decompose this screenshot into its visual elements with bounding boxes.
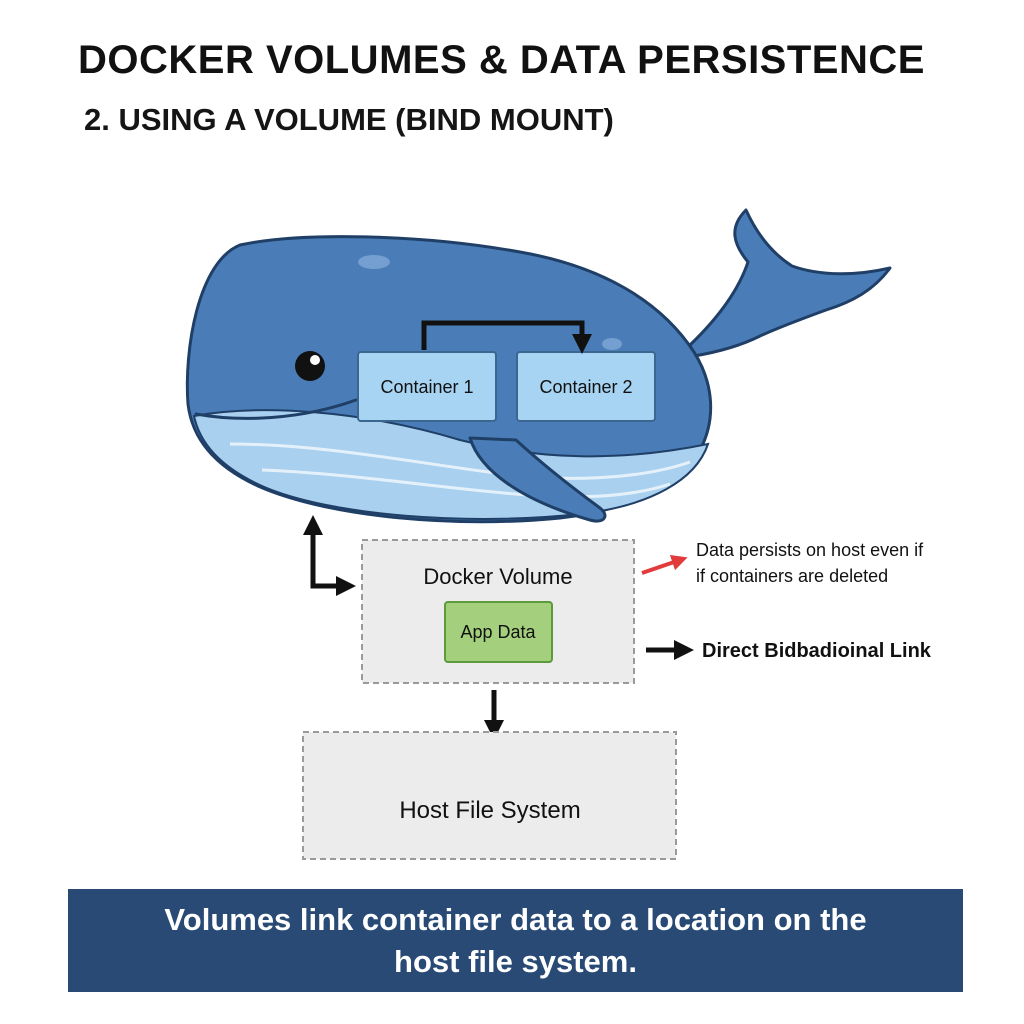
host-file-system-box: Host File System: [302, 731, 677, 860]
container-1: Container 1: [357, 351, 497, 422]
persist-note-line-2: if containers are deleted: [696, 566, 888, 586]
persist-note-arrow: [641, 555, 688, 575]
container-link-arrow: [421, 320, 592, 354]
app-data-box: App Data: [444, 601, 553, 663]
docker-volume-title: Docker Volume: [423, 564, 572, 589]
page-title: DOCKER VOLUMES & DATA PERSISTENCE: [78, 38, 925, 82]
host-file-system-title: Host File System: [399, 797, 580, 824]
page-subtitle: 2. USING A VOLUME (BIND MOUNT): [84, 102, 614, 137]
caption-text: Volumes link container data to a locatio…: [164, 901, 867, 979]
container-2: Container 2: [516, 351, 656, 422]
whale-to-volume-arrow: [303, 515, 356, 596]
container-2-label: Container 2: [539, 377, 632, 397]
persist-note-line-1: Data persists on host even if: [696, 540, 924, 560]
whale-icon: [185, 208, 892, 524]
container-1-label: Container 1: [380, 377, 473, 397]
caption-banner: Volumes link container data to a locatio…: [68, 889, 963, 992]
app-data-label: App Data: [460, 622, 536, 642]
link-note-label: Direct Bidbadioinal Link: [702, 640, 932, 662]
